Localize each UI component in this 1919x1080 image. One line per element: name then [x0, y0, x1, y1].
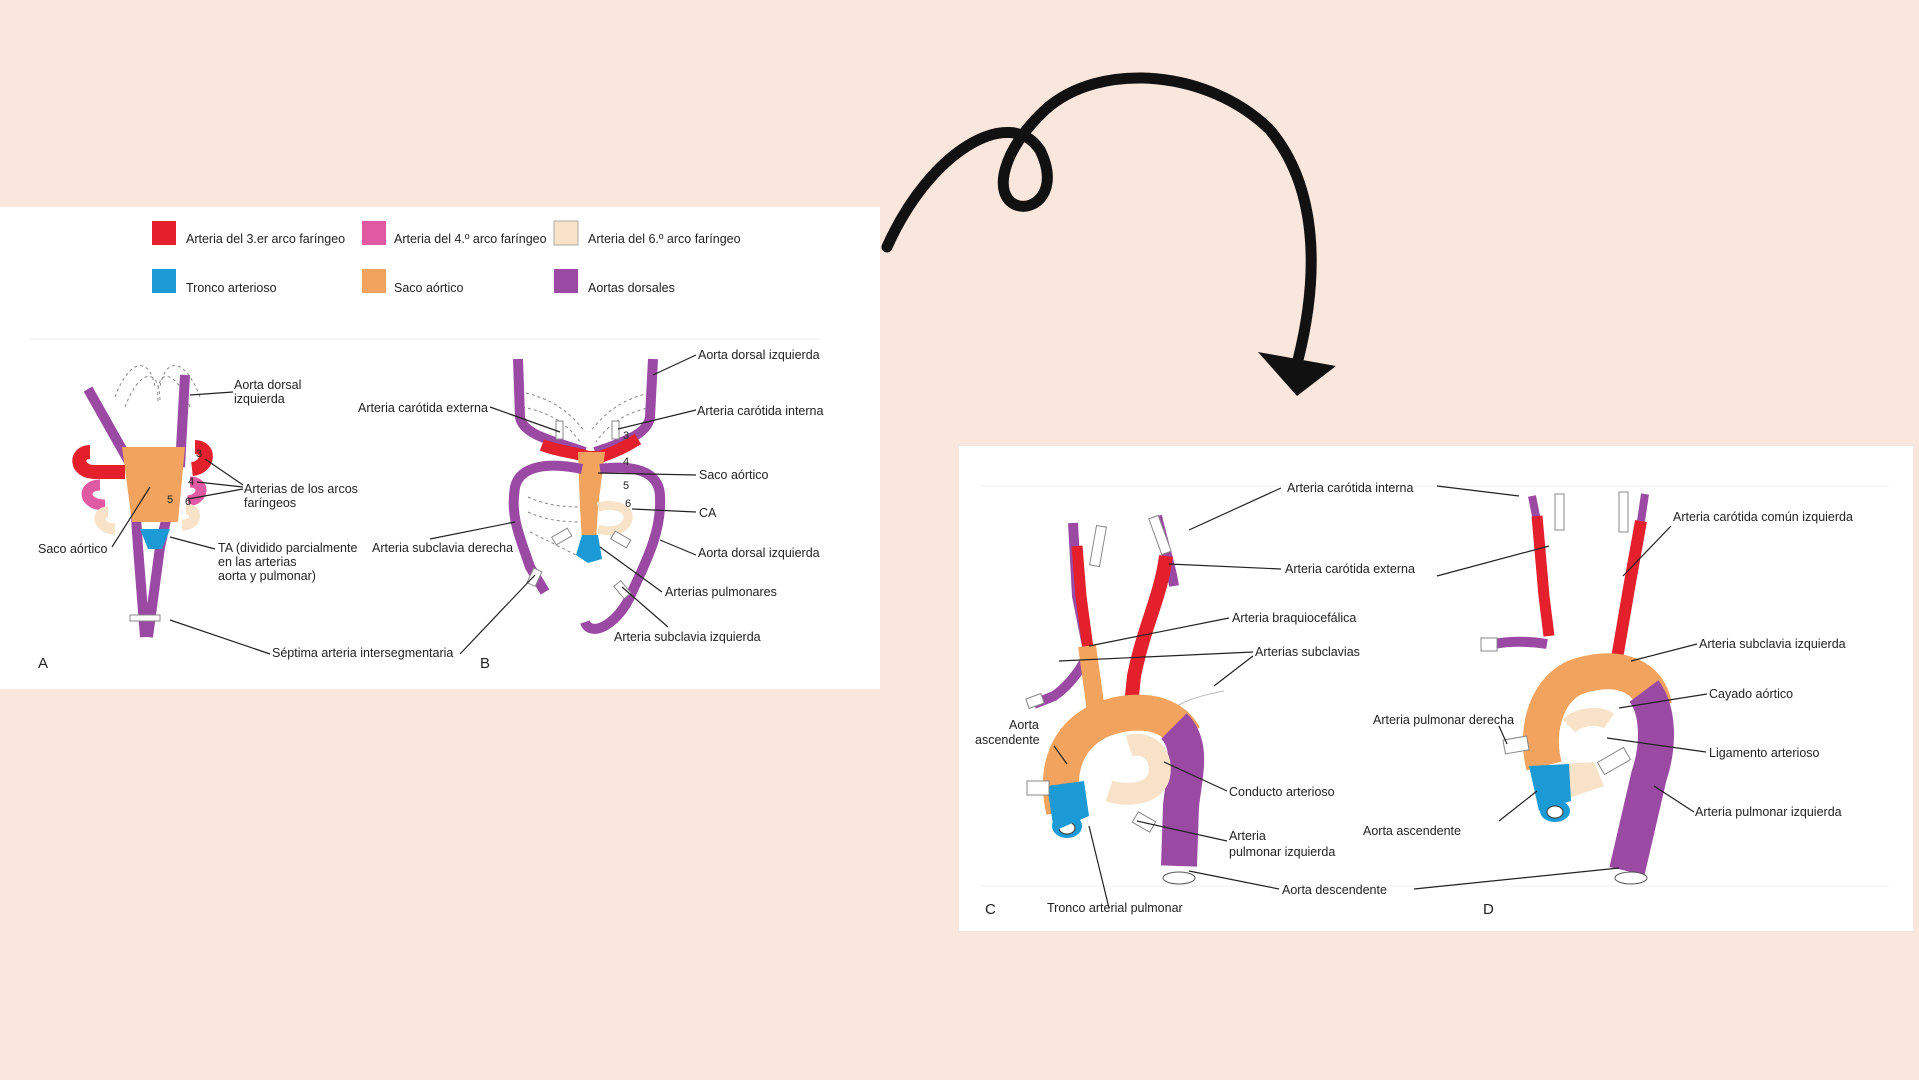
label-ta-2: en las arterias — [218, 555, 297, 569]
diagram-letter-d: D — [1483, 901, 1494, 918]
arch-number-5-b: 5 — [623, 480, 629, 492]
diagram-letter-c: C — [985, 901, 996, 918]
label-arterias-arcos-2: faríngeos — [244, 496, 296, 510]
arch6-b — [596, 501, 633, 536]
diagram-letter-a: A — [38, 655, 48, 672]
label-ligamento-arterioso: Ligamento arterioso — [1709, 746, 1820, 760]
label-saco-aortico-a: Saco aórtico — [38, 542, 108, 556]
arch-number-5-a: 5 — [167, 494, 173, 506]
label-aorta-ascendente-c: Aorta — [1009, 718, 1039, 732]
diagram-a: 3 4 5 6 Aorta dorsal izquierda Arterias … — [38, 365, 453, 672]
label-arterias-arcos: Arterias de los arcos — [244, 482, 358, 496]
diagram-c: Arteria carótida interna Arteria carótid… — [975, 481, 1415, 918]
arch-number-4-a: 4 — [188, 476, 194, 488]
left-carotid-c — [1124, 555, 1173, 707]
diagram-b: 3 4 5 6 Aorta dorsal izquierda Arteria c… — [358, 348, 824, 672]
label-pulmonar-derecha: Arteria pulmonar derecha — [1373, 713, 1514, 727]
legend-swatch-sac — [362, 269, 386, 293]
label-braquiocefalica: Arteria braquiocefálica — [1232, 611, 1356, 625]
label-ta-3: aorta y pulmonar) — [218, 569, 316, 583]
descending-aorta-d — [1609, 680, 1674, 876]
label-pulmonar-izquierda-d: Arteria pulmonar izquierda — [1695, 805, 1842, 819]
label-subclavia-derecha: Arteria subclavia derecha — [372, 541, 513, 555]
arch-number-3-b: 3 — [623, 430, 629, 442]
right-carotid-d — [1531, 515, 1555, 637]
label-saco-aortico-b: Saco aórtico — [699, 468, 769, 482]
label-pulmonar-izquierda-c-2: pulmonar izquierda — [1229, 845, 1335, 859]
right-carotid-c — [1071, 545, 1095, 657]
label-aorta-ascendente-d: Aorta ascendente — [1363, 824, 1461, 838]
legend-arch4: Arteria del 4.º arco faríngeo — [394, 232, 547, 246]
label-carotida-interna-c: Arteria carótida interna — [1287, 481, 1414, 495]
arch-number-4-b: 4 — [623, 456, 629, 468]
label-aorta-descendente: Aorta descendente — [1282, 883, 1387, 897]
label-aorta-dorsal-izquierda-a-2: izquierda — [234, 392, 285, 406]
aortic-arch-d — [1522, 653, 1672, 771]
arch-number-3-a: 3 — [196, 448, 202, 460]
label-septima-arteria: Séptima arteria intersegmentaria — [272, 646, 453, 660]
truncus-d — [1529, 764, 1571, 811]
label-subclavia-izquierda-b: Arteria subclavia izquierda — [614, 630, 761, 644]
label-aorta-dorsal-izquierda-b: Aorta dorsal izquierda — [698, 348, 820, 362]
legend-swatch-arch4 — [362, 221, 386, 245]
label-carotida-comun-izquierda: Arteria carótida común izquierda — [1673, 510, 1853, 524]
legend-truncus: Tronco arterioso — [186, 281, 277, 295]
label-pulmonar-izquierda-c: Arteria — [1229, 829, 1266, 843]
legend-swatch-dorsal — [554, 269, 578, 293]
panel-diagrams-a-b: Arteria del 3.er arco faríngeo Arteria d… — [0, 207, 880, 689]
label-aorta-ascendente-c-2: ascendente — [975, 733, 1040, 747]
label-ca: CA — [699, 506, 717, 520]
legend-swatch-arch6 — [553, 220, 579, 246]
ascending-aorta-c — [1042, 694, 1200, 815]
label-arterias-pulmonares: Arterias pulmonares — [665, 585, 777, 599]
legend-swatch-truncus — [152, 269, 176, 293]
arch-number-6-a: 6 — [185, 496, 191, 508]
truncus-a — [140, 529, 170, 549]
legend: Arteria del 3.er arco faríngeo Arteria d… — [152, 220, 741, 295]
descending-aorta-c — [1160, 713, 1205, 867]
legend-arch3: Arteria del 3.er arco faríngeo — [186, 232, 345, 246]
label-aorta-dorsal-izquierda-b-2: Aorta dorsal izquierda — [698, 546, 820, 560]
label-cayado-aortico: Cayado aórtico — [1709, 687, 1793, 701]
dorsal-aorta-right-b — [513, 358, 587, 457]
panel-diagrams-c-d: Arteria carótida interna Arteria carótid… — [959, 446, 1913, 931]
right-subclavian-b — [508, 460, 584, 595]
arch-number-6-b: 6 — [625, 498, 631, 510]
truncus-b — [576, 535, 602, 563]
label-tronco-arterial-pulmonar: Tronco arterial pulmonar — [1047, 901, 1183, 915]
label-conducto-arterioso: Conducto arterioso — [1229, 785, 1335, 799]
aortic-sac-b — [578, 452, 605, 542]
diagram-d: Arteria carótida común izquierda Arteria… — [1363, 485, 1853, 918]
label-carotida-externa-b: Arteria carótida externa — [358, 401, 488, 415]
label-arterias-subclavias: Arterias subclavias — [1255, 645, 1360, 659]
diagrams-c-d: Arteria carótida interna Arteria carótid… — [975, 481, 1889, 918]
label-carotida-externa-c: Arteria carótida externa — [1285, 562, 1415, 576]
diagrams-a-b: Arteria del 3.er arco faríngeo Arteria d… — [30, 220, 824, 672]
label-carotida-interna-b: Arteria carótida interna — [697, 404, 824, 418]
label-aorta-dorsal-izquierda-a: Aorta dorsal — [234, 378, 301, 392]
aortic-sac-a — [122, 447, 185, 522]
pulmonary-trunk-c — [1105, 733, 1171, 805]
legend-swatch-arch3 — [152, 221, 176, 245]
truncus-c — [1047, 781, 1089, 831]
legend-sac: Saco aórtico — [394, 281, 464, 295]
label-ta: TA (dividido parcialmente — [218, 541, 357, 555]
diagram-letter-b: B — [480, 655, 490, 672]
dorsal-aorta-b — [580, 462, 666, 634]
legend-arch6: Arteria del 6.º arco faríngeo — [588, 232, 741, 246]
legend-dorsal: Aortas dorsales — [588, 281, 675, 295]
label-subclavia-izquierda-d: Arteria subclavia izquierda — [1699, 637, 1846, 651]
